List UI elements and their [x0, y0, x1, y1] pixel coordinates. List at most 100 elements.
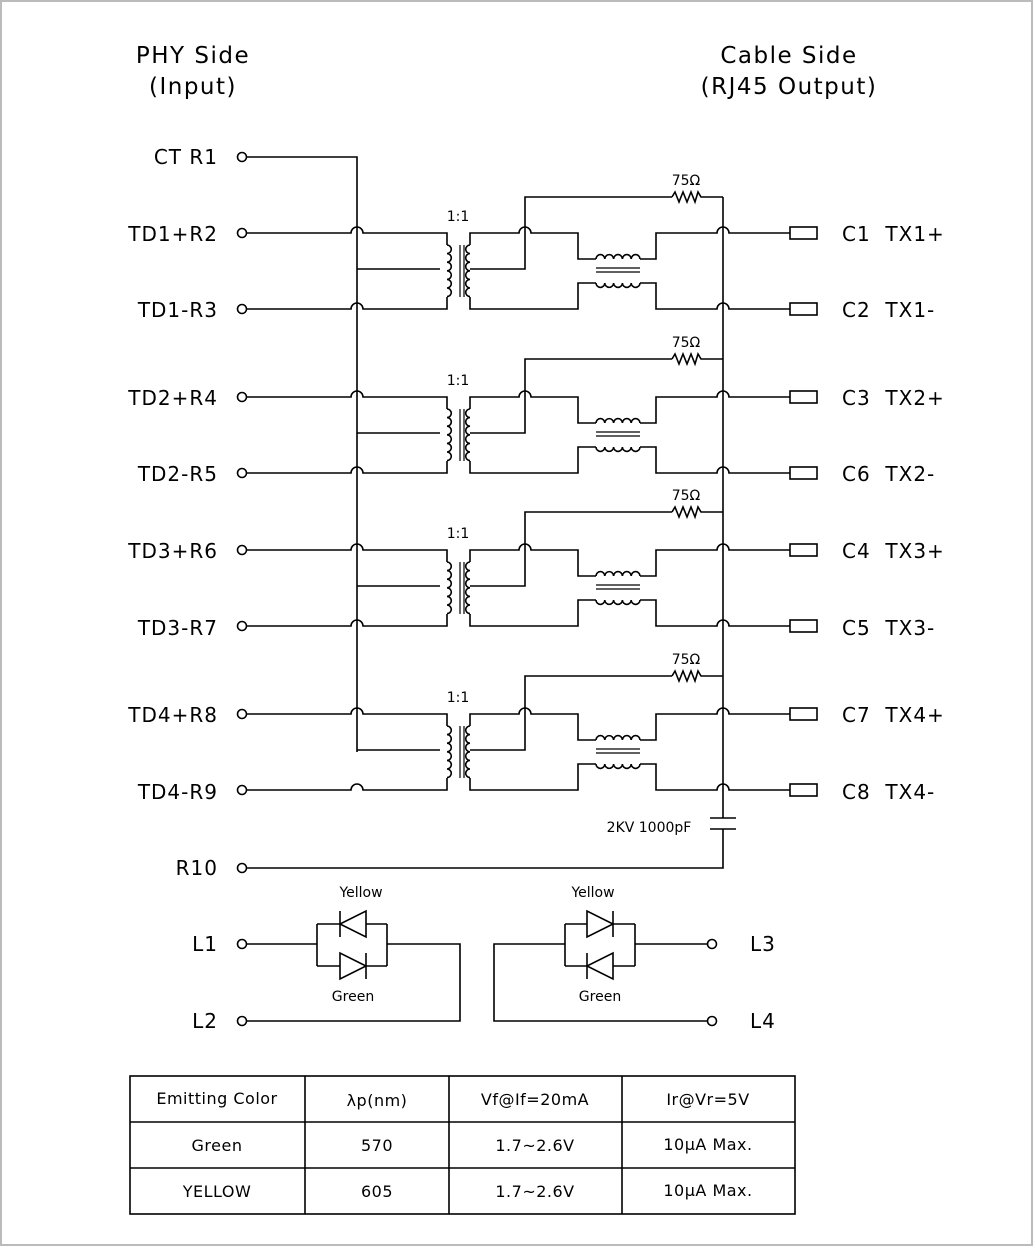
pin-terminal	[236, 784, 248, 796]
pin-terminal-l4	[706, 1015, 718, 1027]
transformer-primary-coil	[446, 244, 453, 298]
pin-label-c1: C1 TX1+	[842, 222, 945, 246]
table-cell: Green	[192, 1136, 243, 1155]
pin-label-l3: L3	[750, 932, 776, 956]
table-header-cell: Ir@Vr=5V	[666, 1090, 749, 1109]
pin-label-td1p: TD1+R2	[127, 222, 218, 246]
pin-terminal-l1	[236, 938, 248, 950]
termination-resistor	[671, 351, 723, 367]
pin-label-td2p: TD2+R4	[127, 386, 218, 410]
pin-label-c3: C3 TX2+	[842, 386, 945, 410]
pin-terminal	[236, 544, 248, 556]
transformer-secondary-coil	[464, 561, 471, 615]
pin-terminal	[236, 708, 248, 720]
table-header-cell: Emitting Color	[156, 1089, 277, 1108]
table-header-cell: λp(nm)	[347, 1091, 408, 1110]
termination-resistor	[671, 668, 723, 684]
cable-pin-labels: C1 TX1+ C2 TX1- C3 TX2+ C6 TX2- C4 TX3+ …	[842, 222, 945, 804]
pin-terminal	[236, 620, 248, 632]
termination-resistor	[671, 189, 723, 205]
pin-label-td3n: TD3-R7	[137, 616, 218, 640]
rj45-contact	[789, 302, 818, 316]
transformer-secondary-coil	[464, 408, 471, 462]
table-cell: 1.7~2.6V	[495, 1182, 574, 1201]
cable-side-title: Cable Side	[720, 43, 857, 69]
transformer-ratio-label: 1:1	[447, 526, 470, 542]
transformer-primary-coil	[446, 408, 453, 462]
pin-label-l4: L4	[750, 1009, 776, 1033]
termination-resistor	[671, 504, 723, 520]
pin-label-l2: L2	[192, 1009, 218, 1033]
pin-terminal-l2	[236, 1015, 248, 1027]
pin-label-c2: C2 TX1-	[842, 298, 935, 322]
phy-side-subtitle: (Input)	[149, 74, 237, 100]
channel-3: 1:1 75Ω	[236, 488, 818, 633]
table-row: YELLOW 605 1.7~2.6V 10μA Max.	[182, 1181, 752, 1201]
common-mode-choke-bottom	[595, 282, 641, 289]
common-mode-choke-top	[595, 570, 641, 577]
pin-label-td2n: TD2-R5	[137, 462, 218, 486]
led-left-top-label: Yellow	[338, 885, 382, 901]
led-section-right: L3 L4 Yellow Green	[493, 885, 776, 1033]
led-yellow-right	[586, 909, 615, 939]
pin-terminal	[236, 303, 248, 315]
common-mode-choke-bottom	[595, 599, 641, 606]
pin-terminal	[236, 391, 248, 403]
transformer-secondary-coil	[464, 244, 471, 298]
pin-terminal	[236, 227, 248, 239]
pin-label-td4n: TD4-R9	[137, 780, 218, 804]
pin-label-c5: C5 TX3-	[842, 616, 935, 640]
table-cell: 10μA Max.	[663, 1135, 752, 1154]
common-mode-choke-top	[595, 417, 641, 424]
pin-label-td3p: TD3+R6	[127, 539, 218, 563]
center-tap-bus	[236, 151, 358, 752]
transformer-ratio-label: 1:1	[447, 373, 470, 389]
capacitor-label: 2KV 1000pF	[607, 820, 692, 836]
rj45-contact	[789, 226, 818, 240]
transformer-ratio-label: 1:1	[447, 690, 470, 706]
channel-2: 1:1 75Ω	[236, 335, 818, 480]
resistor-label: 75Ω	[672, 173, 701, 189]
pin-terminal-l3	[706, 938, 718, 950]
common-mode-choke-top	[595, 734, 641, 741]
rj45-contact	[789, 390, 818, 404]
rj45-contact	[789, 619, 818, 633]
table-cell: 605	[361, 1182, 393, 1201]
led-green-left	[339, 951, 368, 981]
transformer-secondary-coil	[464, 725, 471, 779]
pin-label-ct-r1: CT R1	[154, 145, 218, 169]
table-cell: YELLOW	[182, 1182, 252, 1201]
resistor-label: 75Ω	[672, 335, 701, 351]
phy-side-header: PHY Side (Input)	[136, 43, 250, 100]
table-cell: 10μA Max.	[663, 1181, 752, 1200]
resistor-label: 75Ω	[672, 652, 701, 668]
table-border	[129, 1075, 796, 1215]
table-cell: 570	[361, 1136, 393, 1155]
table-row: Green 570 1.7~2.6V 10μA Max.	[192, 1135, 753, 1155]
cable-side-subtitle: (RJ45 Output)	[701, 74, 878, 100]
rj45-contact	[789, 466, 818, 480]
pin-label-c6: C6 TX2-	[842, 462, 935, 486]
pin-label-td4p: TD4+R8	[127, 703, 218, 727]
pin-terminal-r10	[236, 862, 248, 874]
led-green-right	[585, 951, 614, 981]
led-section-left: L1 L2 Yellow Green	[192, 885, 461, 1033]
transformer-primary-coil	[446, 725, 453, 779]
termination-rail: 2KV 1000pF	[236, 197, 736, 874]
common-mode-choke-bottom	[595, 446, 641, 453]
rj45-contact	[789, 783, 818, 797]
rj45-contact	[789, 707, 818, 721]
common-mode-choke-top	[595, 253, 641, 260]
pin-label-l1: L1	[192, 932, 218, 956]
channel-4: 1:1 75Ω	[236, 652, 818, 797]
table-header-row: Emitting Color λp(nm) Vf@If=20mA Ir@Vr=5…	[156, 1089, 749, 1110]
pin-label-td1n: TD1-R3	[137, 298, 218, 322]
phy-side-title: PHY Side	[136, 43, 250, 69]
table-cell: 1.7~2.6V	[495, 1136, 574, 1155]
resistor-label: 75Ω	[672, 488, 701, 504]
led-right-bottom-label: Green	[579, 989, 621, 1005]
led-left-bottom-label: Green	[332, 989, 374, 1005]
